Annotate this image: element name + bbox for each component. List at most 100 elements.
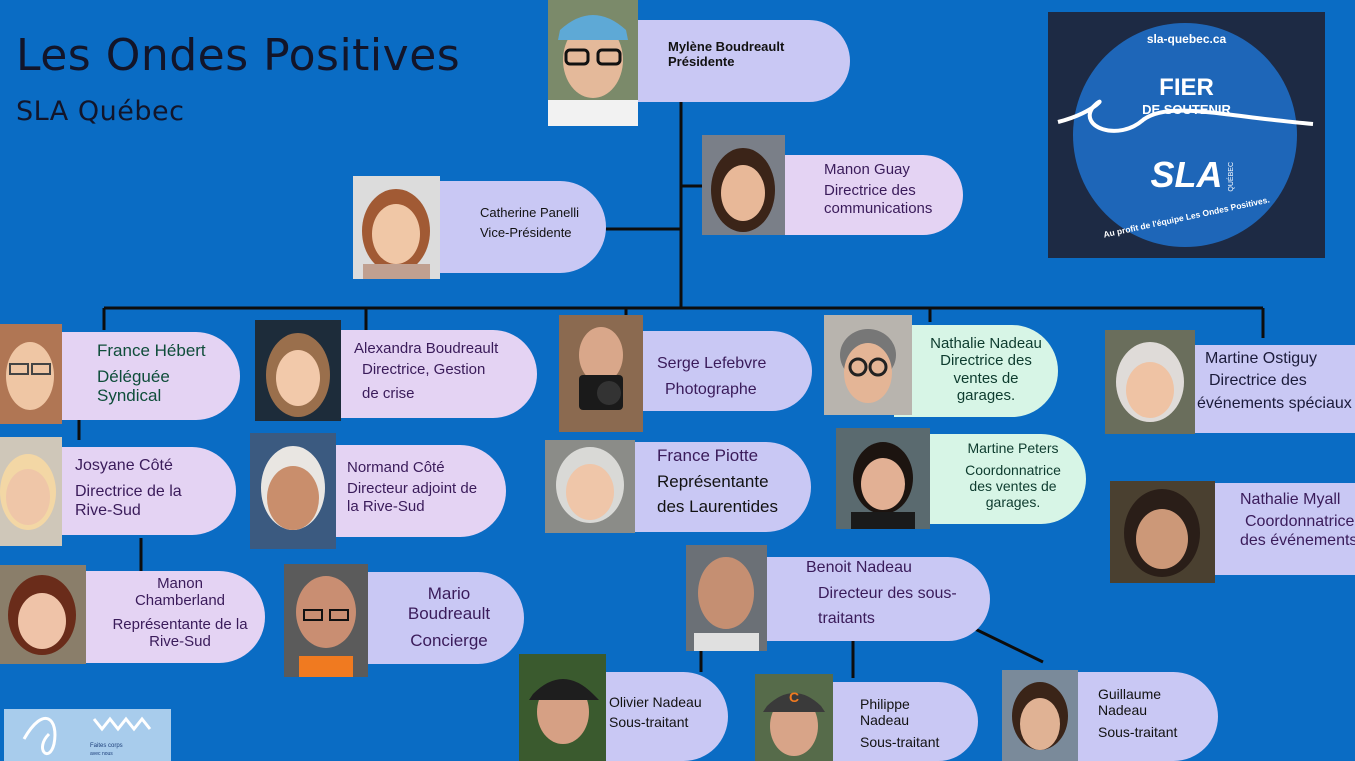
avatar bbox=[559, 315, 643, 432]
avatar bbox=[0, 437, 62, 546]
member-role: Vice-Présidente bbox=[480, 224, 572, 240]
avatar bbox=[250, 433, 336, 549]
member-role-line: traitants bbox=[818, 609, 875, 627]
member-card-josyane[interactable]: Josyane Côté Directrice de la Rive-Sud bbox=[0, 437, 236, 546]
member-role: Sous-traitant bbox=[609, 714, 689, 731]
avatar bbox=[353, 176, 440, 279]
member-card-manon-guay[interactable]: Manon Guay Directrice des communications bbox=[702, 135, 963, 237]
avatar bbox=[284, 564, 368, 677]
page-title: Les Ondes Positives bbox=[16, 30, 461, 81]
member-role-line: Directeur des sous- bbox=[818, 585, 957, 603]
avatar bbox=[686, 545, 767, 651]
avatar bbox=[824, 315, 912, 415]
member-card-manon-chamberland[interactable]: Manon Chamberland Représentante de la Ri… bbox=[0, 565, 265, 664]
member-card-serge[interactable]: Serge Lefebvre Photographe bbox=[559, 315, 812, 432]
member-role: Photographe bbox=[665, 381, 757, 399]
member-role-line: garages. bbox=[985, 494, 1041, 511]
member-card-france-hebert[interactable]: France Hébert Déléguée Syndical bbox=[0, 324, 240, 424]
avatar bbox=[836, 428, 930, 529]
member-role-line: Coordonnatrice bbox=[1245, 513, 1355, 531]
member-name: France Hébert bbox=[97, 341, 206, 360]
member-name: Catherine Panelli bbox=[480, 205, 580, 220]
page-subtitle: SLA Québec bbox=[16, 96, 185, 127]
logo-quebec: QUÉBEC bbox=[1228, 162, 1235, 192]
member-name: France Piotte bbox=[657, 446, 759, 465]
member-role: Présidente bbox=[668, 53, 735, 69]
member-card-nathalie-myall[interactable]: Nathalie Myall Coordonnatrice des événem… bbox=[1110, 481, 1355, 583]
avatar bbox=[702, 135, 785, 235]
logo-brand: SLA bbox=[1150, 154, 1223, 195]
member-name: Alexandra Boudreault bbox=[354, 340, 499, 357]
member-role-line: Représentante de la bbox=[112, 615, 248, 633]
member-name: Martine Ostiguy bbox=[1205, 350, 1318, 367]
connector-benoit-guillaume bbox=[972, 626, 1044, 664]
member-card-olivier[interactable]: Olivier Nadeau Sous-traitant bbox=[519, 654, 728, 761]
member-name-line: Guillaume bbox=[1098, 686, 1162, 702]
member-name-line: Nadeau bbox=[860, 712, 910, 729]
member-role-line: Coordonnatrice bbox=[965, 462, 1061, 479]
member-role: Concierge bbox=[410, 631, 488, 651]
promo-thumbnail: Faites corps avec nous bbox=[4, 709, 171, 761]
member-role-line: de crise bbox=[362, 384, 415, 402]
avatar bbox=[545, 440, 635, 533]
logo-de-soutenir: DE SOUTENIR bbox=[1142, 102, 1231, 117]
member-name-line: Chamberland bbox=[134, 592, 226, 610]
svg-text:C: C bbox=[789, 689, 799, 705]
member-role-line: Rive-Sud bbox=[149, 632, 211, 650]
avatar bbox=[0, 324, 62, 424]
member-role-line: Directrice des bbox=[940, 352, 1032, 370]
promo-line-1: Faites corps bbox=[90, 743, 123, 749]
signature-swoosh-icon bbox=[1057, 99, 1314, 133]
member-card-catherine[interactable]: Catherine Panelli Vice-Présidente bbox=[353, 176, 606, 279]
avatar bbox=[255, 320, 341, 421]
avatar bbox=[1002, 670, 1078, 761]
member-role-line: la Rive-Sud bbox=[347, 497, 425, 515]
member-card-martine-ostiguy[interactable]: Martine Ostiguy Directrice des événement… bbox=[1105, 330, 1355, 434]
member-role-line: Représentante bbox=[657, 471, 769, 491]
member-card-france-piotte[interactable]: France Piotte Représentante des Laurenti… bbox=[545, 440, 811, 533]
avatar bbox=[548, 0, 638, 126]
member-card-mario[interactable]: Mario Boudreault Concierge bbox=[284, 564, 524, 677]
member-role-line: Déléguée bbox=[97, 366, 170, 386]
member-card-benoit[interactable]: Benoit Nadeau Directeur des sous- traita… bbox=[686, 545, 990, 651]
member-name: Nathalie Nadeau bbox=[930, 335, 1042, 352]
member-name: Martine Peters bbox=[967, 440, 1059, 456]
member-role-line: événements spéciaux bbox=[1197, 394, 1352, 412]
member-card-martine-peters[interactable]: Martine Peters Coordonnatrice des ventes… bbox=[836, 428, 1086, 529]
member-role-line: des Laurentides bbox=[657, 497, 778, 517]
logo-url: sla-quebec.ca bbox=[1146, 32, 1227, 46]
avatar bbox=[519, 654, 606, 761]
member-role-line: Directrice, Gestion bbox=[362, 361, 486, 379]
member-role-line: garages. bbox=[956, 386, 1016, 404]
avatar bbox=[1110, 481, 1215, 583]
member-role-line: Rive-Sud bbox=[75, 501, 141, 519]
member-card-normand[interactable]: Normand Côté Directeur adjoint de la Riv… bbox=[250, 433, 506, 549]
member-role-line: Directrice des bbox=[1209, 372, 1307, 390]
sla-logo: sla-quebec.ca FIER DE SOUTENIR SLA QUÉBE… bbox=[1048, 12, 1325, 258]
member-card-nathalie-nadeau[interactable]: Nathalie Nadeau Directrice des ventes de… bbox=[824, 315, 1058, 418]
member-name-line: Nadeau bbox=[1098, 702, 1148, 719]
member-name: Nathalie Myall bbox=[1240, 491, 1341, 508]
member-role-line: communications bbox=[824, 199, 933, 217]
avatar bbox=[1105, 330, 1195, 434]
member-role-line: ventes de bbox=[953, 369, 1019, 387]
member-name: Mylène Boudreault bbox=[668, 39, 785, 54]
member-card-mylene[interactable]: Mylène Boudreault Présidente bbox=[548, 0, 850, 126]
member-role-line: des événements bbox=[1240, 531, 1355, 549]
member-name: Benoit Nadeau bbox=[806, 559, 912, 576]
member-name-line: Mario bbox=[427, 584, 471, 603]
avatar bbox=[0, 565, 86, 664]
member-name: Josyane Côté bbox=[75, 457, 173, 474]
logo-fier: FIER bbox=[1159, 74, 1214, 101]
promo-line-2: avec nous bbox=[90, 751, 113, 757]
avatar: C bbox=[755, 674, 833, 761]
member-role-line: des ventes de bbox=[969, 478, 1057, 495]
member-name-line: Boudreault bbox=[407, 603, 491, 623]
member-name: Manon Guay bbox=[824, 161, 910, 178]
member-role-line: Directeur adjoint de bbox=[347, 480, 478, 498]
member-role: Sous-traitant bbox=[1098, 724, 1178, 741]
member-card-guillaume[interactable]: Guillaume Nadeau Sous-traitant bbox=[1002, 670, 1218, 761]
member-card-alexandra[interactable]: Alexandra Boudreault Directrice, Gestion… bbox=[255, 320, 537, 421]
member-role: Sous-traitant bbox=[860, 734, 940, 751]
member-card-philippe[interactable]: C Philippe Nadeau Sous-traitant bbox=[755, 674, 978, 761]
